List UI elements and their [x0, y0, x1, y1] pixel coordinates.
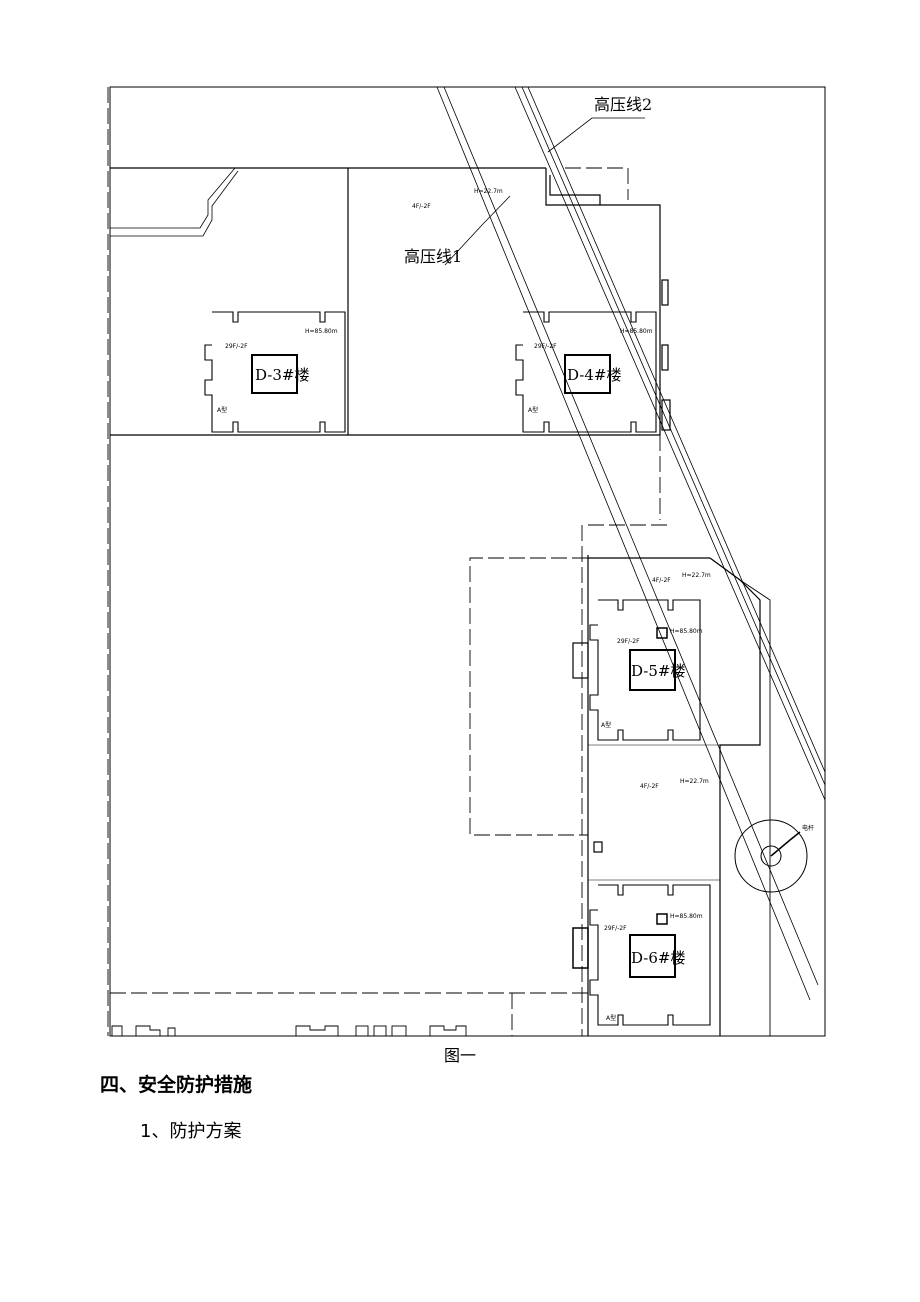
building-d5-floors: 29F/-2F	[617, 638, 640, 645]
building-d4-floors: 29F/-2F	[534, 343, 557, 350]
drawing-frame	[109, 86, 826, 1037]
podium-2-height: H=22.7m	[682, 572, 711, 579]
top-middle-block	[348, 167, 671, 435]
podium-1-floors: 4F/-2F	[412, 203, 431, 210]
building-d4-height: H=85.80m	[620, 328, 653, 335]
electric-pole	[734, 819, 808, 893]
section-heading: 四、安全防护措施	[100, 1074, 253, 1096]
right-lower-block	[572, 555, 771, 1036]
figure-caption: 图一	[443, 1046, 476, 1065]
tower-d4-outline	[515, 311, 657, 433]
building-d6-floors: 29F/-2F	[604, 925, 627, 932]
top-left-block	[110, 167, 660, 436]
podium-1-height: H=22.7m	[474, 188, 503, 195]
building-d3-label: D-3#楼	[255, 366, 310, 384]
building-d4-type: A型	[528, 406, 538, 414]
power-line-2-label: 高压线2	[594, 95, 652, 114]
pole-label: 电杆	[802, 824, 814, 832]
building-d4-label: D-4#楼	[567, 366, 622, 384]
high-voltage-lines	[436, 86, 826, 1001]
building-d5-label: D-5#楼	[631, 662, 686, 680]
bottom-row-units	[111, 1025, 467, 1037]
tower-d3-outline	[204, 311, 346, 433]
site-plan-drawing: 高压线2 高压线1 4F/-2F H=22.7m 4F/-2F H=22.7m …	[107, 86, 826, 1037]
building-d5-type: A型	[601, 721, 611, 729]
tower-d5-outline	[589, 599, 701, 741]
power-line-1-label: 高压线1	[404, 247, 462, 266]
building-d6-label: D-6#楼	[631, 949, 686, 967]
building-d5-height: H=85.80m	[670, 628, 703, 635]
building-d6-height: H=85.80m	[670, 913, 703, 920]
building-d3-floors: 29F/-2F	[225, 343, 248, 350]
sub-heading: 1、防护方案	[140, 1121, 242, 1142]
dashed-boundaries	[107, 87, 670, 1036]
building-d6-type: A型	[606, 1014, 616, 1022]
podium-2-floors: 4F/-2F	[652, 577, 671, 584]
building-d3-type: A型	[217, 406, 227, 414]
tower-d6-outline	[589, 884, 711, 1026]
podium-3-floors: 4F/-2F	[640, 783, 659, 790]
building-d3-height: H=85.80m	[305, 328, 338, 335]
podium-3-height: H=22.7m	[680, 778, 709, 785]
